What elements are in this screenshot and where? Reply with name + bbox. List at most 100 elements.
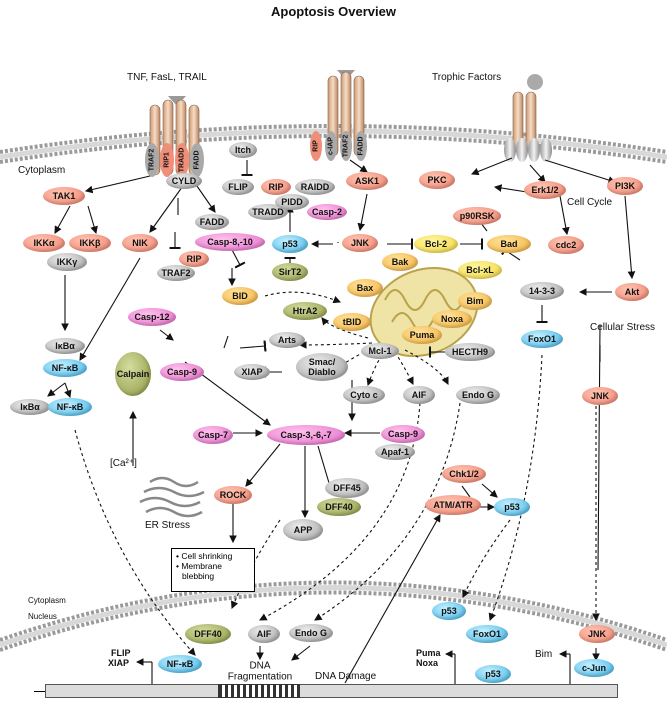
- node-rip-casp8: RIP: [179, 251, 209, 267]
- node-itch: Itch: [229, 142, 257, 158]
- outcome-line-2: • Membrane: [176, 561, 222, 571]
- node-endo-g-2: Endo G: [289, 624, 333, 642]
- nuclear-membrane: [0, 580, 667, 652]
- node-bcl2: Bcl-2: [414, 235, 458, 253]
- node-tak1: TAK1: [43, 187, 85, 205]
- node-c-jun: c-Jun: [574, 659, 614, 677]
- node-ikk-beta: IKKβ: [69, 234, 111, 252]
- trophic-factor-receptor: [504, 74, 552, 162]
- page-title: Apoptosis Overview: [271, 4, 396, 19]
- node-tbid: tBID: [333, 313, 371, 331]
- adaptor-rip1: RIP1: [163, 152, 171, 168]
- node-nik: NIK: [122, 234, 158, 252]
- node-dff40-2: DFF40: [185, 624, 231, 644]
- node-casp8-10: Casp-8,-10: [195, 233, 265, 251]
- node-dff40-1: DFF40: [317, 498, 361, 516]
- label-cell-cycle: Cell Cycle: [567, 197, 613, 208]
- node-noxa: Noxa: [432, 310, 472, 328]
- node-pidd: PIDD: [275, 194, 309, 210]
- node-p53-1: p53: [272, 235, 308, 253]
- node-nfkb-3: NF-κB: [158, 655, 202, 673]
- node-chk1-2: Chk1/2: [442, 465, 486, 483]
- node-p90rsk: p90RSK: [453, 207, 501, 225]
- node-tradd: TRADD: [248, 204, 288, 220]
- node-htra2: HtrA2: [283, 302, 327, 320]
- node-bak: Bak: [382, 253, 418, 271]
- outcome-box: • Cell shrinking • Membrane blebbing: [171, 548, 255, 592]
- node-ask1: ASK1: [346, 172, 388, 190]
- node-cdc2: cdc2: [548, 236, 584, 254]
- adaptor-ciap: c-IAP: [327, 137, 335, 155]
- dna-strand: [45, 684, 618, 698]
- node-ikk-alpha: IKKα: [23, 234, 65, 252]
- node-raidd: RAIDD: [295, 179, 335, 195]
- death-receptor-middle: [310, 70, 367, 161]
- node-ikba-2: IκBα: [10, 399, 50, 415]
- node-mcl1: Mcl-1: [361, 343, 399, 359]
- label-dna-2: Fragmentation: [227, 671, 293, 683]
- label-cytoplasm-top: Cytoplasm: [18, 165, 66, 176]
- node-casp9-2: Casp-9: [381, 425, 425, 443]
- node-bcl-xl: Bcl-xL: [458, 261, 502, 279]
- label-dna-damage: DNA Damage: [315, 671, 377, 682]
- node-nfkb-1: NF-κB: [43, 359, 87, 377]
- node-casp2: Casp-2: [307, 204, 347, 220]
- node-p53-4: p53: [475, 665, 511, 683]
- label-nucleus: Nucleus: [28, 612, 57, 621]
- node-pkc: PKC: [419, 171, 455, 189]
- label-er-stress: ER Stress: [145, 520, 191, 531]
- dna-fragmented-segment: [218, 684, 300, 698]
- node-sirt2: SirT2: [272, 263, 308, 281]
- node-foxo1-1: FoxO1: [521, 330, 563, 348]
- smac-label-line-2: Diablo: [308, 367, 336, 377]
- node-ikba-1: IκBα: [45, 338, 85, 354]
- node-aif-1: AIF: [403, 386, 435, 404]
- node-calpain: Calpain: [115, 352, 151, 396]
- node-casp9-1: Casp-9: [160, 363, 204, 381]
- adaptor-traf2-middle: TRAF2: [342, 134, 350, 158]
- node-cyld: CYLD: [166, 173, 202, 189]
- endoplasmic-reticulum: [139, 476, 205, 518]
- node-nfkb-2: NF-κB: [48, 398, 92, 416]
- node-cyto-c: Cyto c: [343, 386, 385, 404]
- label-dna-1: DNA: [249, 660, 271, 672]
- node-flip: FLIP: [222, 179, 254, 195]
- node-jnk-1: JNK: [342, 234, 378, 252]
- dashed-arrows: [74, 291, 543, 656]
- node-p53-3: p53: [432, 602, 466, 620]
- node-casp12: Casp-12: [128, 308, 176, 326]
- node-smac-diablo: Smac/ Diablo: [296, 353, 348, 381]
- node-casp7: Casp-7: [193, 426, 233, 444]
- node-rock: ROCK: [214, 486, 252, 504]
- node-p53-2: p53: [494, 498, 530, 516]
- adaptor-fadd-left: FADD: [193, 150, 201, 170]
- adaptor-tradd: TRADD: [178, 147, 186, 173]
- label-calcium: [Ca²⁺]: [110, 458, 137, 469]
- node-erk: Erk1/2: [524, 181, 566, 199]
- adaptor-rip-middle: RIP: [312, 140, 320, 152]
- node-hecth9: HECTH9: [445, 343, 495, 361]
- node-bid: BID: [222, 287, 258, 305]
- node-fadd: FADD: [195, 214, 229, 230]
- adaptor-fadd-middle: FADD: [357, 136, 365, 156]
- node-aif-2: AIF: [248, 625, 280, 643]
- label-ligands: TNF, FasL, TRAIL: [127, 72, 207, 83]
- gene-puma: Puma: [416, 648, 441, 658]
- outcome-line-3: blebbing: [182, 571, 215, 581]
- node-bim: Bim: [458, 292, 492, 310]
- smac-label-line-1: Smac/: [308, 357, 336, 367]
- dna-strand-start: [34, 691, 46, 692]
- gene-bim: Bim: [535, 649, 553, 660]
- label-trophic-factors: Trophic Factors: [432, 72, 502, 83]
- node-rip-piddosome: RIP: [261, 179, 291, 195]
- node-app: APP: [283, 519, 323, 541]
- adaptor-traf2-left: TRAF2: [148, 148, 156, 172]
- node-traf2: TRAF2: [157, 265, 195, 281]
- arrows: [47, 157, 636, 684]
- label-cellular-stress: Cellular Stress: [590, 322, 656, 333]
- gene-flip: FLIP: [111, 648, 131, 658]
- node-14-3-3: 14-3-3: [520, 282, 564, 300]
- node-arts: Arts: [269, 332, 305, 348]
